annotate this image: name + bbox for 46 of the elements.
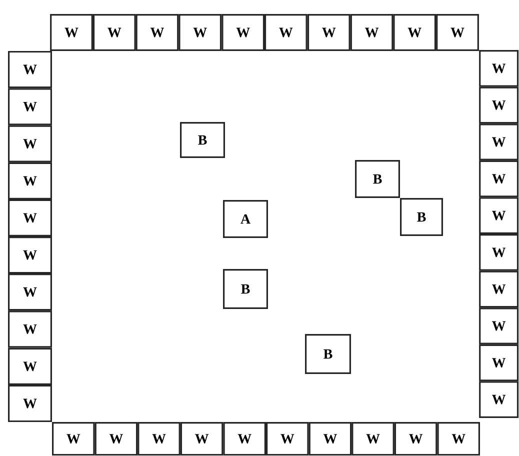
wall-cell: W xyxy=(223,422,266,456)
wall-cell: W xyxy=(307,14,350,51)
wall-cell: W xyxy=(136,14,179,51)
wall-cell: W xyxy=(479,270,519,308)
wall-cell: W xyxy=(138,422,180,456)
wall-cell: W xyxy=(308,422,352,456)
wall-cell: W xyxy=(180,422,224,456)
wall-cell: W xyxy=(479,160,519,198)
wall-cell: W xyxy=(394,422,438,456)
wall-cell: W xyxy=(8,50,52,88)
wall-cell: W xyxy=(479,197,519,234)
wall-cell: W xyxy=(8,88,52,126)
wall-cell: W xyxy=(479,50,519,87)
letter-box: B xyxy=(223,269,268,309)
wall-cell: W xyxy=(393,14,436,51)
wall-cell: W xyxy=(178,14,222,51)
wall-cell: W xyxy=(8,162,52,200)
wall-cell: W xyxy=(8,310,52,348)
wall-cell: W xyxy=(437,422,480,456)
letter-box: B xyxy=(180,122,225,158)
wall-cell: W xyxy=(479,234,519,271)
wall-cell: W xyxy=(8,236,52,274)
wall-cell: W xyxy=(479,124,519,160)
wall-cell: W xyxy=(266,422,309,456)
letter-box: B xyxy=(355,160,400,198)
wall-cell: W xyxy=(222,14,265,51)
wall-cell: W xyxy=(479,86,519,124)
wall-cell: W xyxy=(479,308,519,344)
wall-cell: W xyxy=(94,422,138,456)
wall-cell: W xyxy=(479,344,519,382)
wall-cell: W xyxy=(479,381,519,418)
letter-box: B xyxy=(305,334,351,374)
wall-cell: W xyxy=(8,274,52,311)
wall-cell: W xyxy=(436,14,479,51)
letter-box: B xyxy=(400,198,443,236)
wall-cell: W xyxy=(92,14,136,51)
wall-cell: W xyxy=(52,422,95,456)
wall-cell: W xyxy=(8,348,52,385)
letter-box: A xyxy=(223,200,268,238)
wall-cell: W xyxy=(8,199,52,236)
wall-cell: W xyxy=(350,14,394,51)
wall-cell: W xyxy=(264,14,308,51)
wall-cell: W xyxy=(8,125,52,162)
wall-cell: W xyxy=(50,14,93,51)
wall-cell: W xyxy=(352,422,394,456)
wall-cell: W xyxy=(8,384,52,422)
